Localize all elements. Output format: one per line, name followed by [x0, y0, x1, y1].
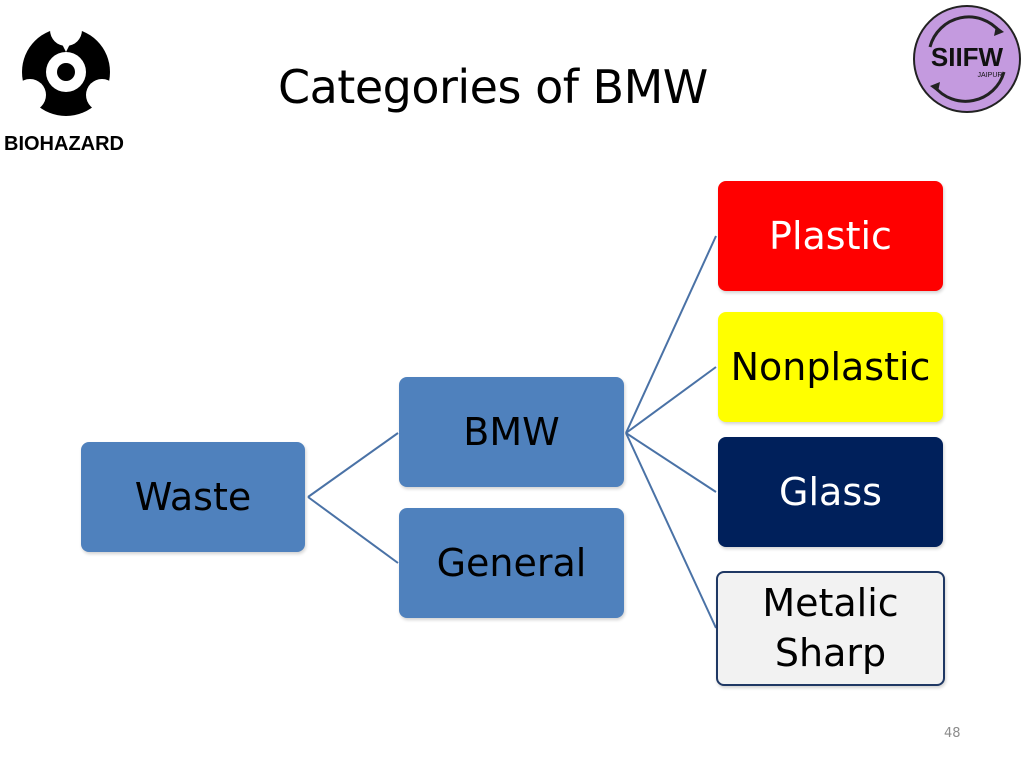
node-waste-label: Waste: [134, 475, 252, 519]
node-plastic-label: Plastic: [769, 214, 892, 258]
connector-bmw-metalic-sharp: [625, 432, 717, 629]
node-glass-label: Glass: [779, 470, 882, 514]
siifw-logo: SIIFW JAIPUR: [913, 5, 1021, 113]
page-number: 48: [944, 726, 961, 741]
connector-bmw-glass: [625, 432, 717, 493]
node-metalic-sharp-label: Metalic Sharp: [762, 581, 899, 675]
node-plastic: Plastic: [718, 181, 943, 291]
connector-waste-general: [307, 496, 399, 564]
node-metalic-sharp: Metalic Sharp: [716, 571, 945, 686]
connector-bmw-nonplastic: [625, 366, 717, 434]
connector-waste-bmw: [307, 432, 399, 498]
biohazard-logo: BIOHAZARD: [4, 14, 124, 155]
node-bmw-label: BMW: [463, 410, 560, 454]
node-bmw: BMW: [399, 377, 624, 487]
slide-title: Categories of BMW: [278, 60, 708, 114]
node-nonplastic-label: Nonplastic: [730, 345, 931, 389]
siifw-logo-text: SIIFW: [931, 42, 1004, 72]
biohazard-icon: [14, 14, 118, 116]
connector-bmw-plastic: [625, 235, 717, 434]
node-general: General: [399, 508, 624, 618]
node-general-label: General: [436, 541, 587, 585]
biohazard-logo-text: BIOHAZARD: [4, 133, 124, 155]
node-glass: Glass: [718, 437, 943, 547]
node-waste: Waste: [81, 442, 305, 552]
node-nonplastic: Nonplastic: [718, 312, 943, 422]
siifw-logo-subtext: JAIPUR: [978, 72, 1003, 79]
